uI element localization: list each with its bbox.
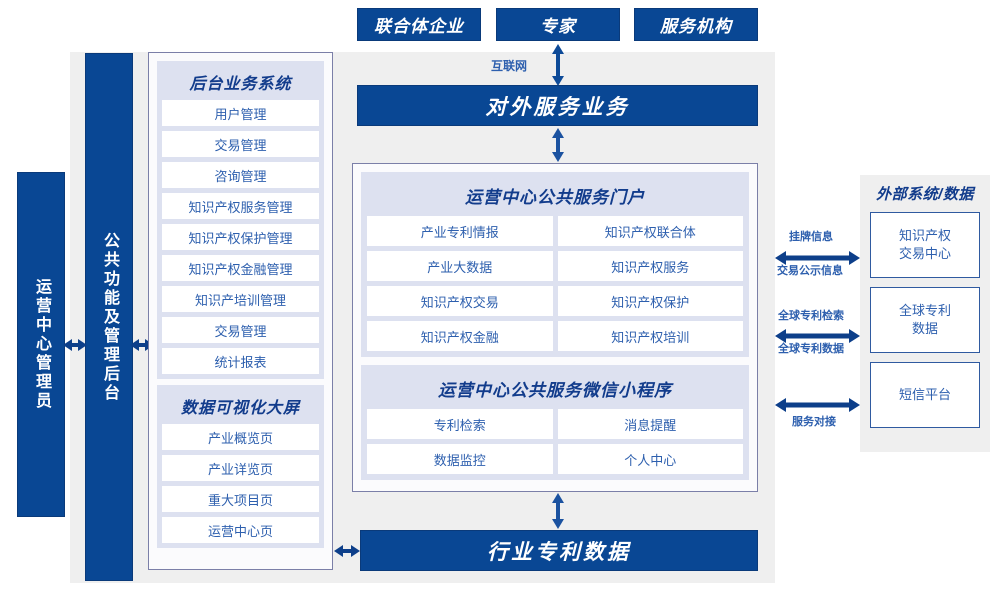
- wechat-miniprogram-title: 运营中心公共服务微信小程序: [438, 381, 672, 400]
- viz-item-industry-detail[interactable]: 产业详览页: [162, 455, 319, 481]
- backend-item-consult-management[interactable]: 咨询管理: [162, 162, 319, 188]
- external-label-listing-info: 挂牌信息: [789, 231, 833, 243]
- backend-item-statistics-report[interactable]: 统计报表: [162, 348, 319, 374]
- backend-item-user-management[interactable]: 用户管理: [162, 100, 319, 126]
- service-to-portal-arrow: [549, 128, 567, 162]
- data-visualization-group: 数据可视化大屏 产业概览页 产业详览页 重大项目页 运营中心页: [157, 385, 324, 548]
- public-service-portal-group: 运营中心公共服务门户 产业专利情报 知识产权联合体 产业大数据 知识产权服务 知…: [361, 172, 749, 357]
- data-visualization-title: 数据可视化大屏: [180, 400, 300, 417]
- mini-item-personal-center[interactable]: 个人中心: [557, 444, 743, 474]
- external-service-business-bar[interactable]: 对外服务业务: [357, 85, 758, 126]
- industry-patent-data-bar[interactable]: 行业专利数据: [360, 530, 758, 571]
- role-operation-center-admin[interactable]: 运营中心管理员: [17, 172, 65, 517]
- external-box-global-patent-data-line2: 数据: [911, 321, 938, 336]
- internet-label: 互联网: [491, 59, 528, 73]
- external-box-global-patent-data[interactable]: 全球专利 数据: [870, 287, 980, 353]
- backend-item-ip-service-management[interactable]: 知识产权服务管理: [162, 193, 319, 219]
- portal-item-ip-transaction[interactable]: 知识产权交易: [367, 286, 553, 316]
- portal-item-ip-protection[interactable]: 知识产权保护: [557, 286, 743, 316]
- external-box-ip-trading-center-line2: 交易中心: [898, 246, 951, 261]
- external-box-sms-platform[interactable]: 短信平台: [870, 362, 980, 428]
- mini-item-data-monitor[interactable]: 数据监控: [367, 444, 553, 474]
- viz-item-industry-overview[interactable]: 产业概览页: [162, 424, 319, 450]
- admin-to-backend-arrow: [63, 337, 87, 353]
- backend-item-transaction-management[interactable]: 交易管理: [162, 131, 319, 157]
- external-systems-panel: 外部系统/数据 知识产权 交易中心 全球专利 数据 短信平台: [860, 175, 990, 452]
- viz-item-major-project[interactable]: 重大项目页: [162, 486, 319, 512]
- backend-item-transaction-management-2[interactable]: 交易管理: [162, 317, 319, 343]
- external-arrow-trading: [775, 250, 860, 266]
- viz-item-operation-center[interactable]: 运营中心页: [162, 517, 319, 543]
- role-common-function-backend[interactable]: 公共功能及管理后台: [85, 53, 133, 581]
- public-service-portal-title: 运营中心公共服务门户: [465, 188, 645, 207]
- portal-item-ip-union[interactable]: 知识产权联合体: [557, 216, 743, 246]
- external-box-ip-trading-center-line1: 知识产权: [898, 228, 951, 244]
- portal-item-industry-bigdata[interactable]: 产业大数据: [367, 251, 553, 281]
- top-actor-expert[interactable]: 专家: [496, 8, 620, 41]
- modules-to-industry-data-arrow: [334, 543, 360, 559]
- backend-business-system-title: 后台业务系统: [189, 76, 292, 93]
- internet-arrow: [549, 44, 567, 86]
- backend-item-ip-training-management[interactable]: 知识产培训管理: [162, 286, 319, 312]
- portal-item-industry-patent-intel[interactable]: 产业专利情报: [367, 216, 553, 246]
- backend-item-ip-protection-management[interactable]: 知识产权保护管理: [162, 224, 319, 250]
- portal-to-industry-data-arrow: [549, 493, 567, 529]
- external-label-transaction-public-info: 交易公示信息: [777, 265, 843, 277]
- external-arrow-sms: [775, 397, 860, 413]
- external-label-global-patent-search: 全球专利检索: [778, 310, 844, 322]
- backend-item-ip-finance-management[interactable]: 知识产权金融管理: [162, 255, 319, 281]
- external-box-ip-trading-center[interactable]: 知识产权 交易中心: [870, 212, 980, 278]
- top-actor-service-org[interactable]: 服务机构: [634, 8, 758, 41]
- mini-item-patent-search[interactable]: 专利检索: [367, 409, 553, 439]
- mini-item-message-alert[interactable]: 消息提醒: [557, 409, 743, 439]
- portal-item-ip-finance[interactable]: 知识产权金融: [367, 321, 553, 351]
- top-actor-union-enterprise[interactable]: 联合体企业: [357, 8, 481, 41]
- left-modules-panel: 后台业务系统 用户管理 交易管理 咨询管理 知识产权服务管理 知识产权保护管理 …: [148, 52, 333, 570]
- wechat-miniprogram-group: 运营中心公共服务微信小程序 专利检索 消息提醒 数据监控 个人中心: [361, 365, 749, 480]
- backend-business-system-group: 后台业务系统 用户管理 交易管理 咨询管理 知识产权服务管理 知识产权保护管理 …: [157, 61, 324, 379]
- external-label-global-patent-data: 全球专利数据: [778, 343, 844, 355]
- external-systems-title: 外部系统/数据: [876, 186, 974, 203]
- external-arrow-global-patent: [775, 328, 860, 344]
- external-box-global-patent-data-line1: 全球专利: [898, 303, 951, 319]
- portal-item-ip-training[interactable]: 知识产权培训: [557, 321, 743, 351]
- center-services-panel: 运营中心公共服务门户 产业专利情报 知识产权联合体 产业大数据 知识产权服务 知…: [352, 163, 758, 492]
- external-label-service-docking: 服务对接: [792, 416, 836, 428]
- portal-item-ip-service[interactable]: 知识产权服务: [557, 251, 743, 281]
